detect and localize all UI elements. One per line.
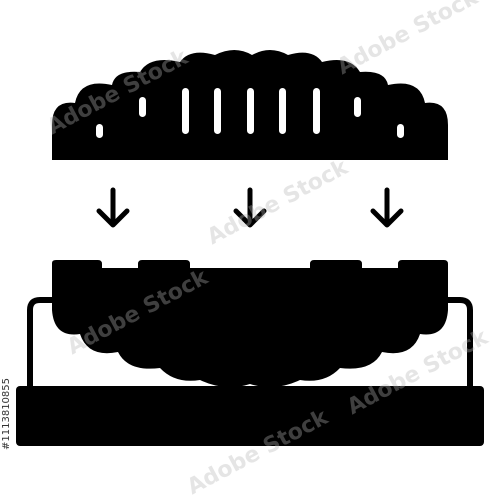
down-arrow <box>233 187 267 228</box>
tray-frame <box>27 297 473 392</box>
stock-id-label: #1113810855 <box>1 377 12 450</box>
upper-tooth-mold <box>52 50 448 160</box>
lower-tooth-mold <box>52 260 448 388</box>
down-arrow <box>96 187 130 228</box>
down-arrow <box>370 187 404 228</box>
base-plate <box>16 386 484 446</box>
